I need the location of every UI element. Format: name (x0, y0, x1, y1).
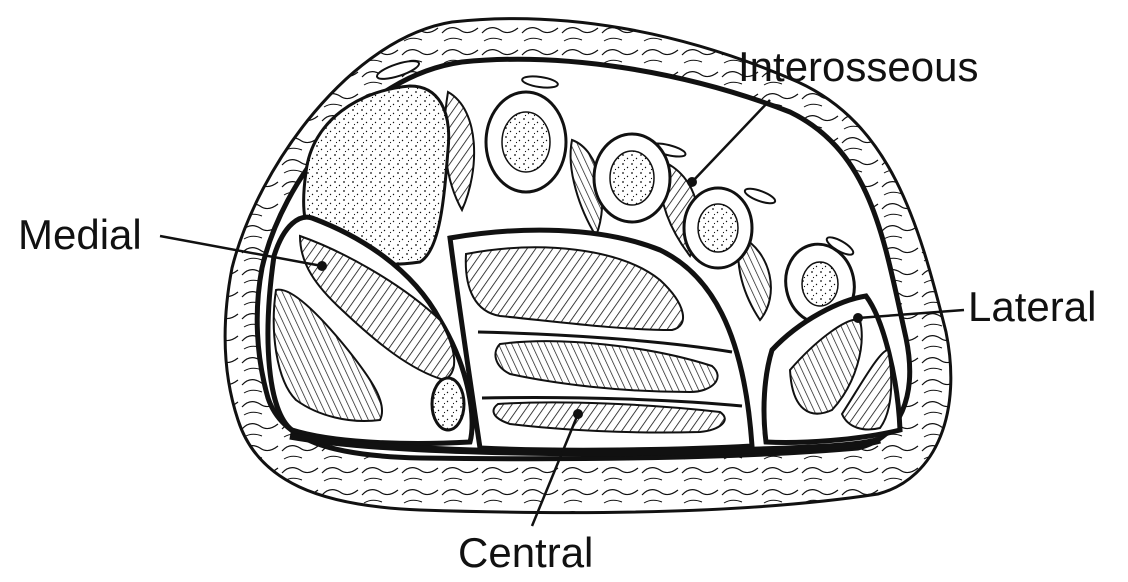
medial-dot (317, 261, 327, 271)
lateral-dot (853, 313, 863, 323)
central-dot (573, 409, 583, 419)
medial-label: Medial (18, 214, 142, 256)
medial-tendon (432, 378, 464, 430)
central-label: Central (458, 532, 593, 574)
interosseous-label: Interosseous (738, 46, 978, 88)
interosseous-dot (687, 177, 697, 187)
lateral-label: Lateral (968, 286, 1096, 328)
